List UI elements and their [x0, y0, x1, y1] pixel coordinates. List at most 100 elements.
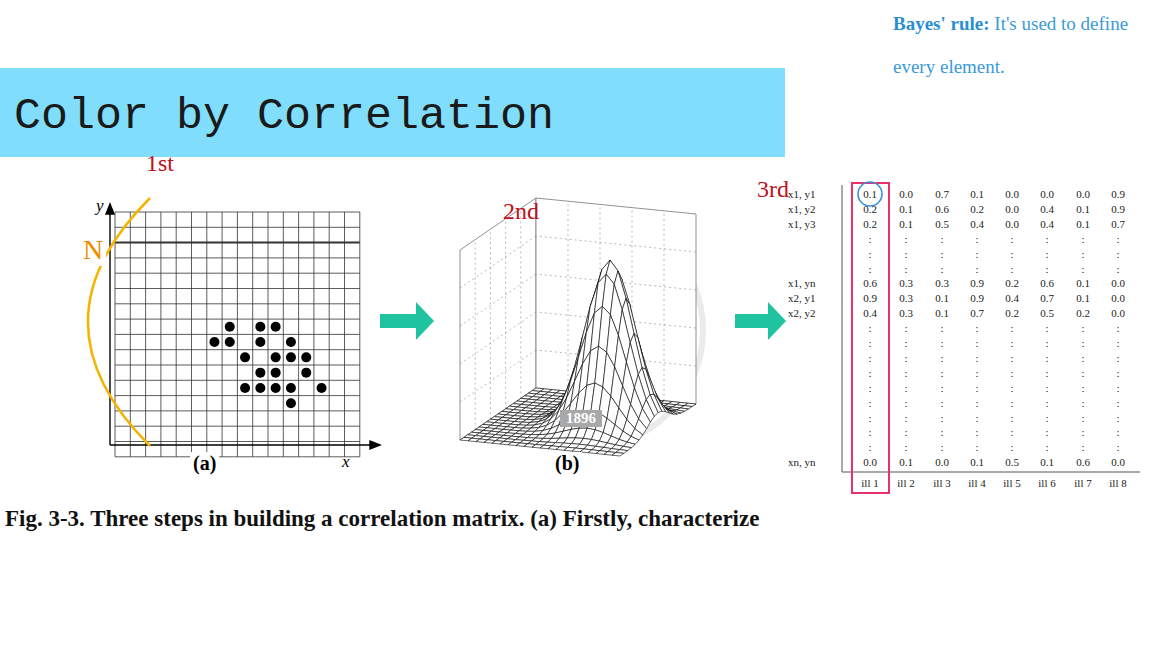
ellipsis-mark: :	[926, 367, 958, 380]
grid-line	[268, 212, 269, 457]
sample-dot	[255, 322, 265, 332]
sample-dot	[271, 383, 281, 393]
ellipsis-mark: :	[926, 397, 958, 410]
row-label: x1, y2	[788, 203, 840, 216]
matrix-value: 0.9	[1102, 203, 1134, 216]
ellipsis-mark: :	[854, 441, 886, 454]
sample-dot	[286, 383, 296, 393]
title-band: Color by Correlation	[0, 68, 785, 157]
ellipsis-mark: :	[961, 233, 993, 246]
sample-dot	[225, 322, 235, 332]
grid-line	[115, 441, 360, 442]
plot-gridline	[520, 208, 521, 398]
ellipsis-mark: :	[996, 441, 1028, 454]
ellipsis-mark: :	[1031, 352, 1063, 365]
grid-line	[313, 212, 314, 457]
sample-dot	[286, 398, 296, 408]
panel-label: (a)	[190, 452, 219, 475]
sample-dot	[286, 352, 296, 362]
sample-dot	[301, 352, 311, 362]
ellipsis-mark: :	[854, 233, 886, 246]
column-header: ill 5	[995, 477, 1029, 490]
ellipsis-mark: :	[1067, 397, 1099, 410]
ellipsis-mark: :	[1102, 382, 1134, 395]
column-header: ill 7	[1066, 477, 1100, 490]
grid-line	[298, 212, 299, 457]
matrix-value: 0.0	[996, 203, 1028, 216]
ellipsis-mark: :	[1102, 426, 1134, 439]
matrix-value: 0.0	[854, 456, 886, 469]
ellipsis-mark: :	[961, 337, 993, 350]
sample-dot	[209, 337, 219, 347]
ellipsis-mark: :	[1067, 382, 1099, 395]
grid-line	[115, 380, 360, 381]
matrix-value: 0.9	[961, 277, 993, 290]
ellipsis-mark: :	[854, 322, 886, 335]
ellipsis-mark: :	[961, 263, 993, 276]
step-number: 1st	[146, 150, 174, 177]
ellipsis-mark: :	[854, 397, 886, 410]
matrix-value: 0.3	[890, 292, 922, 305]
ellipsis-mark: :	[1031, 322, 1063, 335]
column-header: ill 4	[960, 477, 994, 490]
plot-gridline	[664, 211, 665, 401]
row-label: x2, y2	[788, 307, 840, 320]
ellipsis-mark: :	[1031, 426, 1063, 439]
column-highlight	[852, 183, 889, 493]
matrix-value: 0.5	[1031, 307, 1063, 320]
ellipsis-mark: :	[996, 322, 1028, 335]
axis-label: x	[342, 452, 350, 472]
matrix-value: 0.7	[1031, 292, 1063, 305]
sample-dot	[317, 383, 327, 393]
matrix-value: 0.4	[1031, 203, 1063, 216]
step-number: 2nd	[503, 198, 539, 225]
ellipsis-mark: :	[926, 426, 958, 439]
matrix-value: 0.4	[1031, 218, 1063, 231]
ellipsis-mark: :	[890, 337, 922, 350]
matrix-value: 0.0	[1102, 307, 1134, 320]
plot-gridline	[460, 350, 536, 402]
column-header: ill 2	[889, 477, 923, 490]
ellipsis-mark: :	[1102, 248, 1134, 261]
matrix-value: 0.1	[1067, 277, 1099, 290]
matrix-value: 0.0	[1102, 456, 1134, 469]
matrix-value: 0.0	[1102, 277, 1134, 290]
matrix-value: 0.9	[961, 292, 993, 305]
matrix-value: 0.1	[926, 292, 958, 305]
matrix-value: 0.1	[890, 456, 922, 469]
matrix-value: 0.3	[926, 277, 958, 290]
watermark: 1896	[560, 410, 602, 427]
ellipsis-mark: :	[1031, 337, 1063, 350]
ellipsis-mark: :	[890, 397, 922, 410]
matrix-value: 0.6	[854, 277, 886, 290]
sample-dot	[301, 368, 311, 378]
matrix-value: 0.2	[996, 277, 1028, 290]
ellipsis-mark: :	[1102, 367, 1134, 380]
grid-line	[115, 365, 360, 366]
row-label: xn, yn	[788, 456, 840, 469]
ellipsis-mark: :	[854, 426, 886, 439]
grid-line	[115, 426, 360, 427]
ellipsis-mark: :	[890, 367, 922, 380]
sample-dot	[225, 337, 235, 347]
sample-dot	[240, 383, 250, 393]
matrix-value: 0.0	[1031, 188, 1063, 201]
row-label: x1, y1	[788, 188, 840, 201]
matrix-value: 0.5	[996, 456, 1028, 469]
ellipsis-mark: :	[1102, 233, 1134, 246]
ellipsis-mark: :	[1067, 367, 1099, 380]
row-label: x1, y3	[788, 218, 840, 231]
ellipsis-mark: :	[926, 233, 958, 246]
axis-label: y	[96, 196, 104, 216]
note-heading: Bayes' rule:	[893, 13, 990, 34]
ellipsis-mark: :	[1102, 322, 1134, 335]
ellipsis-mark: :	[890, 412, 922, 425]
note-block: Bayes' rule: It's used to define every e…	[893, 2, 1155, 88]
ellipsis-mark: :	[961, 322, 993, 335]
ellipsis-mark: :	[926, 248, 958, 261]
ellipsis-mark: :	[996, 412, 1028, 425]
matrix-value: 0.1	[926, 307, 958, 320]
ellipsis-mark: :	[854, 263, 886, 276]
ellipsis-mark: :	[1102, 441, 1134, 454]
